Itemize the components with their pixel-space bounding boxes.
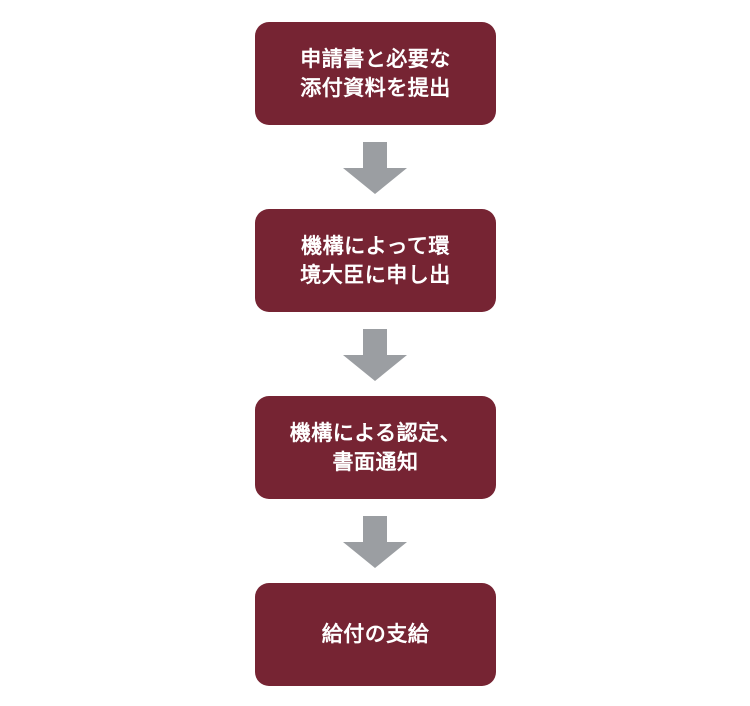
- step-label: 機構によって環 境大臣に申し出: [300, 233, 451, 287]
- step-box-benefit-payment: 給付の支給: [255, 583, 496, 686]
- down-arrow-icon: [343, 329, 407, 381]
- step-label: 機構による認定、 書面通知: [289, 420, 462, 474]
- step-box-report-to-minister: 機構によって環 境大臣に申し出: [255, 209, 496, 312]
- step-label: 給付の支給: [321, 622, 430, 646]
- down-arrow-icon: [343, 142, 407, 194]
- step-label: 申請書と必要な 添付資料を提出: [300, 46, 451, 100]
- step-box-certification-notice: 機構による認定、 書面通知: [255, 396, 496, 499]
- down-arrow-icon: [343, 516, 407, 568]
- step-box-submit-application: 申請書と必要な 添付資料を提出: [255, 22, 496, 125]
